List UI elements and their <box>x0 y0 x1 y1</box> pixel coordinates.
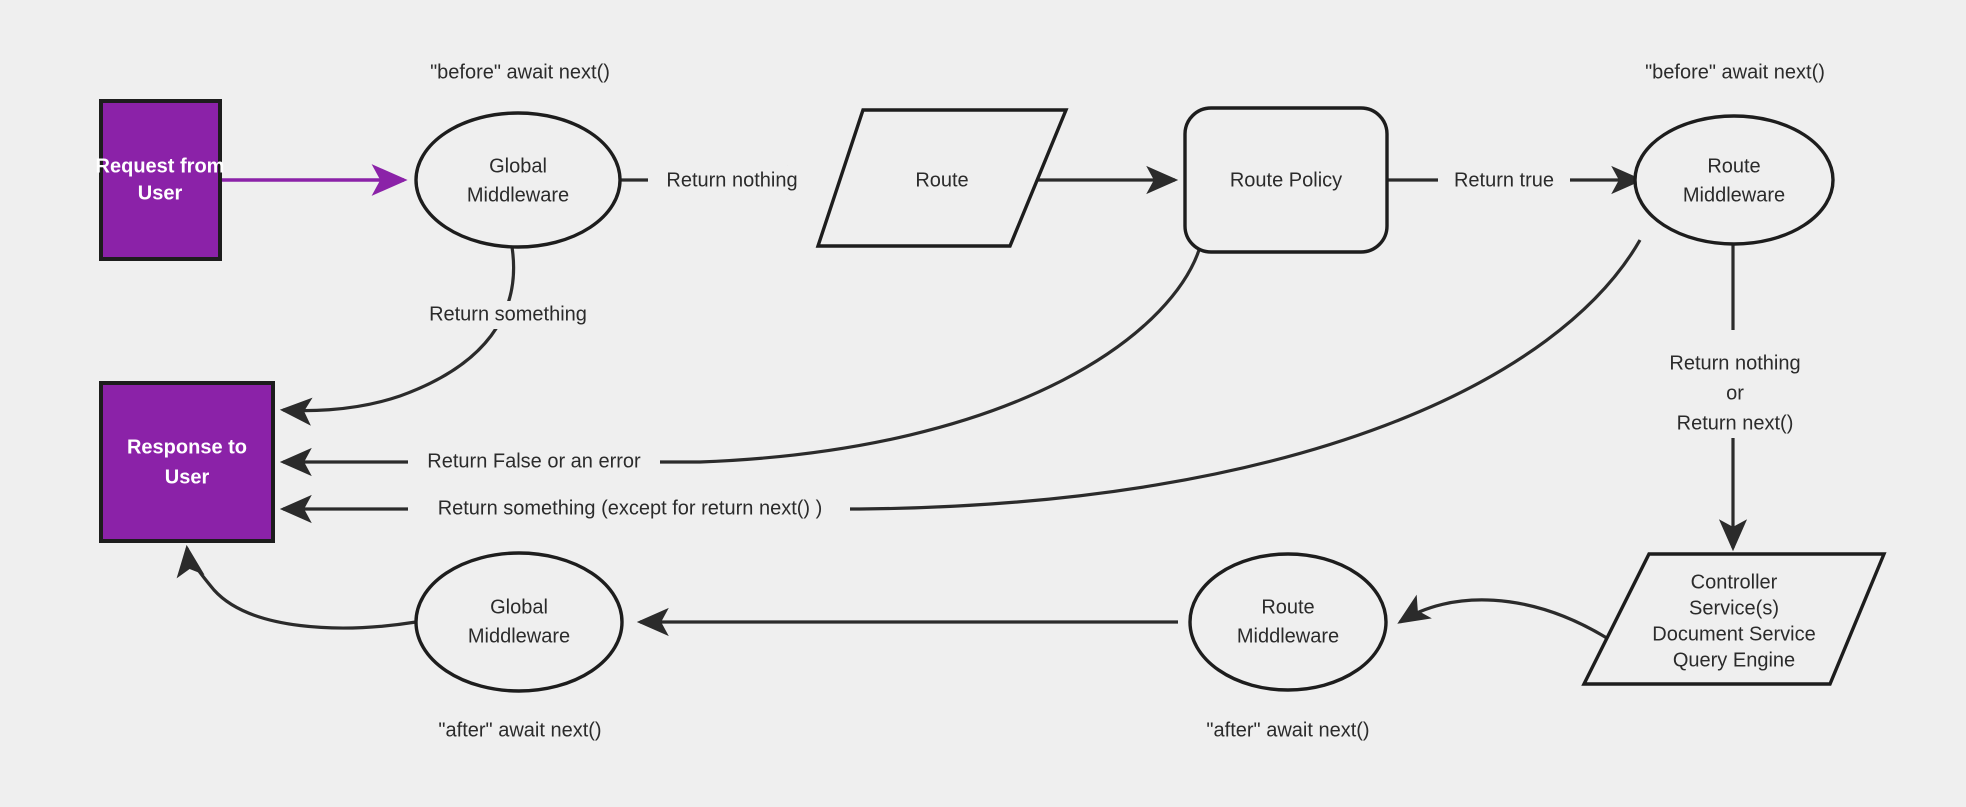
node-controller-label-line2: Service(s) <box>1689 597 1779 619</box>
svg-text:Return next(): Return next() <box>1677 412 1794 434</box>
edge-label-return-nothing-or-next: Return nothing or Return next() <box>1650 348 1820 438</box>
node-controller-label-line1: Controller <box>1691 571 1778 593</box>
node-response-to-user[interactable]: Response to User <box>99 381 275 543</box>
svg-text:or: or <box>1726 382 1744 404</box>
annotation-after-await-next-global: "after" await next() <box>438 719 601 741</box>
edge-label-return-true: Return true <box>1438 166 1570 194</box>
node-route-policy-label: Route Policy <box>1230 169 1342 191</box>
edge-controller-to-route-middleware-after <box>1397 594 1611 642</box>
edge-global-middleware-to-response <box>279 246 516 426</box>
edge-route-policy-to-response <box>279 239 1204 477</box>
node-response-to-user-label-line1: Response to <box>127 436 247 458</box>
node-global-middleware-before-label-line1: Global <box>489 155 547 177</box>
svg-text:Return something: Return something <box>429 303 587 325</box>
svg-text:Return true: Return true <box>1454 169 1554 191</box>
node-route-middleware-before[interactable]: Route Middleware <box>1633 114 1835 246</box>
node-request-from-user-label-line2: User <box>138 182 183 204</box>
node-global-middleware-before[interactable]: Global Middleware <box>414 111 622 249</box>
edge-label-return-false-or-error: Return False or an error <box>408 448 660 476</box>
edge-global-middleware-after-to-response <box>176 544 417 630</box>
node-route-label: Route <box>915 169 968 191</box>
edge-label-return-something: Return something <box>408 301 600 329</box>
node-route-middleware-after-label-line2: Middleware <box>1237 625 1339 647</box>
node-global-middleware-after[interactable]: Global Middleware <box>414 551 624 693</box>
node-route-middleware-after[interactable]: Route Middleware <box>1188 552 1388 692</box>
node-global-middleware-after-label-line1: Global <box>490 596 548 618</box>
node-global-middleware-before-label-line2: Middleware <box>467 184 569 206</box>
svg-text:Return False or an error: Return False or an error <box>427 450 641 472</box>
node-route-middleware-before-label-line2: Middleware <box>1683 184 1785 206</box>
edge-label-return-nothing: Return nothing <box>648 166 828 194</box>
node-route-middleware-before-label-line1: Route <box>1707 155 1760 177</box>
svg-text:Return nothing: Return nothing <box>1669 352 1800 374</box>
node-route[interactable]: Route <box>815 108 1069 248</box>
node-controller-services[interactable]: Controller Service(s) Document Service Q… <box>1581 552 1887 686</box>
node-response-to-user-label-line2: User <box>165 466 210 488</box>
svg-text:Return nothing: Return nothing <box>666 169 797 191</box>
annotation-before-await-next-route: "before" await next() <box>1645 61 1825 83</box>
node-controller-label-line3: Document Service <box>1652 623 1815 645</box>
node-request-from-user-label-line1: Request from <box>96 155 225 177</box>
edge-label-return-something-except-next: Return something (except for return next… <box>408 495 850 523</box>
node-route-middleware-after-label-line1: Route <box>1261 596 1314 618</box>
node-request-from-user[interactable]: Request from User <box>96 99 225 261</box>
svg-text:Return something (except for r: Return something (except for return next… <box>438 497 823 519</box>
edge-route-middleware-to-response <box>279 239 1642 524</box>
node-controller-label-line4: Query Engine <box>1673 649 1795 671</box>
annotation-after-await-next-route: "after" await next() <box>1206 719 1369 741</box>
node-route-policy[interactable]: Route Policy <box>1183 106 1389 254</box>
node-global-middleware-after-label-line2: Middleware <box>468 625 570 647</box>
annotation-before-await-next-global: "before" await next() <box>430 61 610 83</box>
